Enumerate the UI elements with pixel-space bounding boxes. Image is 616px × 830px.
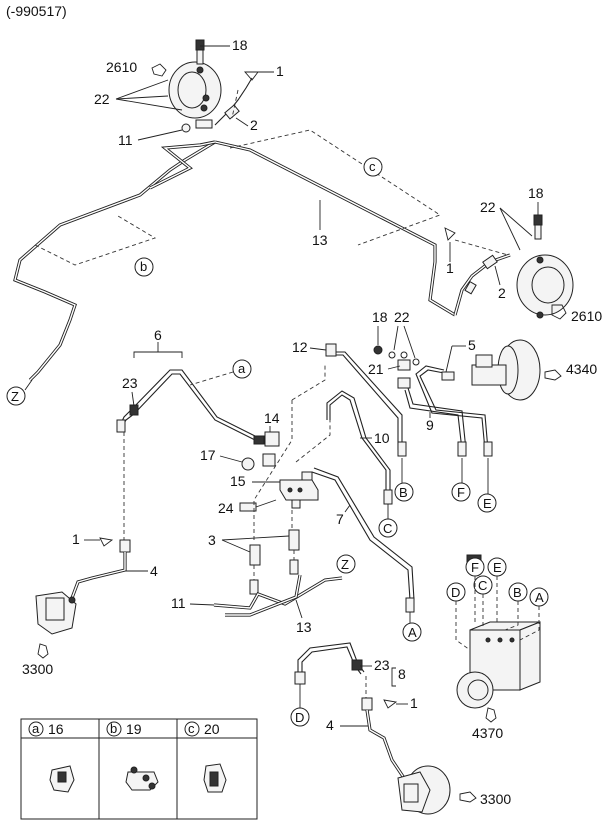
letter-B: B: [399, 485, 408, 500]
letter-circle-E-upper: [477, 493, 497, 513]
letter-F: F: [457, 485, 465, 500]
callout-14: 14: [264, 410, 280, 426]
letter-C: C: [383, 521, 392, 536]
letter-c: c: [369, 159, 376, 174]
part-code-3300-left: 3300: [22, 661, 53, 677]
brake-pipe-11-13-lower: [213, 574, 343, 617]
callout-18-right: 18: [528, 185, 544, 201]
callout-13-lower: 13: [296, 619, 312, 635]
callout-11: 11: [118, 132, 133, 148]
legend-number-19: 19: [126, 721, 142, 737]
letter-C-abs: C: [478, 578, 487, 593]
callout-3: 3: [208, 532, 216, 548]
brake-pipe-lower-D: [294, 642, 365, 685]
legend-cell-a: a 16: [28, 721, 75, 793]
front-caliper-right: [397, 765, 451, 815]
rear-brake-drum-right: [444, 214, 574, 319]
brake-joint-block-15: [279, 471, 319, 509]
callout-9: 9: [426, 417, 434, 433]
callout-11-lower: 11: [171, 595, 186, 611]
brake-pipes-upper-middle: [325, 343, 493, 505]
callout-8: 8: [398, 666, 406, 682]
legend-letter-c: c: [188, 721, 195, 736]
callout-1-left: 1: [72, 531, 80, 547]
legend-number-20: 20: [204, 721, 220, 737]
brake-hoses-3: [249, 529, 300, 595]
callout-22: 22: [94, 91, 110, 107]
diagram-code: (-990517): [6, 3, 67, 19]
callout-18-mid: 18: [372, 309, 388, 325]
callout-22-mid: 22: [394, 309, 410, 325]
callout-23: 23: [122, 375, 138, 391]
front-hose-4-left: [70, 537, 131, 599]
letter-D-abs: D: [451, 585, 460, 600]
brake-booster-master-cylinder: [373, 339, 541, 401]
part-code-4340: 4340: [566, 361, 597, 377]
letter-Z: Z: [11, 389, 19, 404]
letter-circle-b: [134, 257, 154, 277]
letter-circle-B-upper: [394, 482, 414, 502]
callout-24: 24: [218, 500, 234, 516]
callout-4-right: 4: [326, 717, 334, 733]
part-code-4370: 4370: [472, 725, 503, 741]
callout-5: 5: [468, 337, 476, 353]
part-code-2610-right: 2610: [571, 308, 602, 324]
brake-pipe-clip-14: [253, 431, 280, 447]
callout-10: 10: [374, 430, 390, 446]
legend-table: a 16 b 19 c 20: [20, 718, 258, 820]
legend-cell-b: b 19: [106, 721, 159, 791]
letter-F-abs: F: [471, 560, 479, 575]
legend-letter-b: b: [110, 721, 117, 736]
letter-E-abs: E: [493, 560, 502, 575]
callout-7: 7: [336, 511, 344, 527]
letter-D-lower: D: [295, 710, 304, 725]
front-caliper-left: [35, 591, 77, 635]
callout-21: 21: [368, 361, 384, 377]
rear-brake-drum-left: [168, 39, 222, 119]
letter-E: E: [483, 496, 492, 511]
part-code-3300-right: 3300: [480, 791, 511, 807]
letter-circle-Z-lower: [336, 554, 356, 574]
legend-cell-c: c 20: [184, 721, 227, 793]
callout-23-lower: 23: [374, 657, 390, 673]
part-code-2610: 2610: [106, 59, 137, 75]
letter-circle-Z-left: [6, 386, 26, 406]
callout-18: 18: [232, 37, 248, 53]
letter-circle-a: [232, 359, 252, 379]
callout-6: 6: [154, 327, 162, 343]
bolt-24: [239, 499, 277, 512]
callout-13: 13: [312, 232, 328, 248]
abs-hydraulic-unit: [456, 554, 541, 709]
letter-A: A: [408, 625, 417, 640]
letter-circle-A-lower: [402, 622, 422, 642]
callout-22-right: 22: [480, 199, 496, 215]
brake-pipe-6: [116, 369, 258, 441]
brake-pipe-13-rear: [13, 140, 456, 382]
callout-2-right: 2: [498, 285, 506, 301]
callout-1-right: 1: [446, 260, 454, 276]
callout-2: 2: [250, 117, 258, 133]
letter-circle-F-upper: [451, 482, 471, 502]
callout-17: 17: [200, 447, 216, 463]
letter-Z-lower: Z: [341, 557, 349, 572]
brake-pipe-clip-17: [241, 453, 276, 471]
callout-4-left: 4: [150, 563, 158, 579]
letter-B-abs: B: [513, 585, 522, 600]
letter-A-abs: A: [535, 590, 544, 605]
rear-hose-top-left: [181, 71, 259, 133]
letter-a: a: [238, 361, 246, 376]
letter-circle-c: [363, 157, 383, 177]
callout-12: 12: [292, 339, 308, 355]
callout-1-lower: 1: [410, 695, 418, 711]
callout-15: 15: [230, 473, 246, 489]
callout-1: 1: [276, 63, 284, 79]
legend-letter-a: a: [32, 721, 40, 736]
letter-b: b: [140, 259, 147, 274]
front-hose-4-right: [361, 697, 406, 779]
legend-number-16: 16: [48, 721, 64, 737]
